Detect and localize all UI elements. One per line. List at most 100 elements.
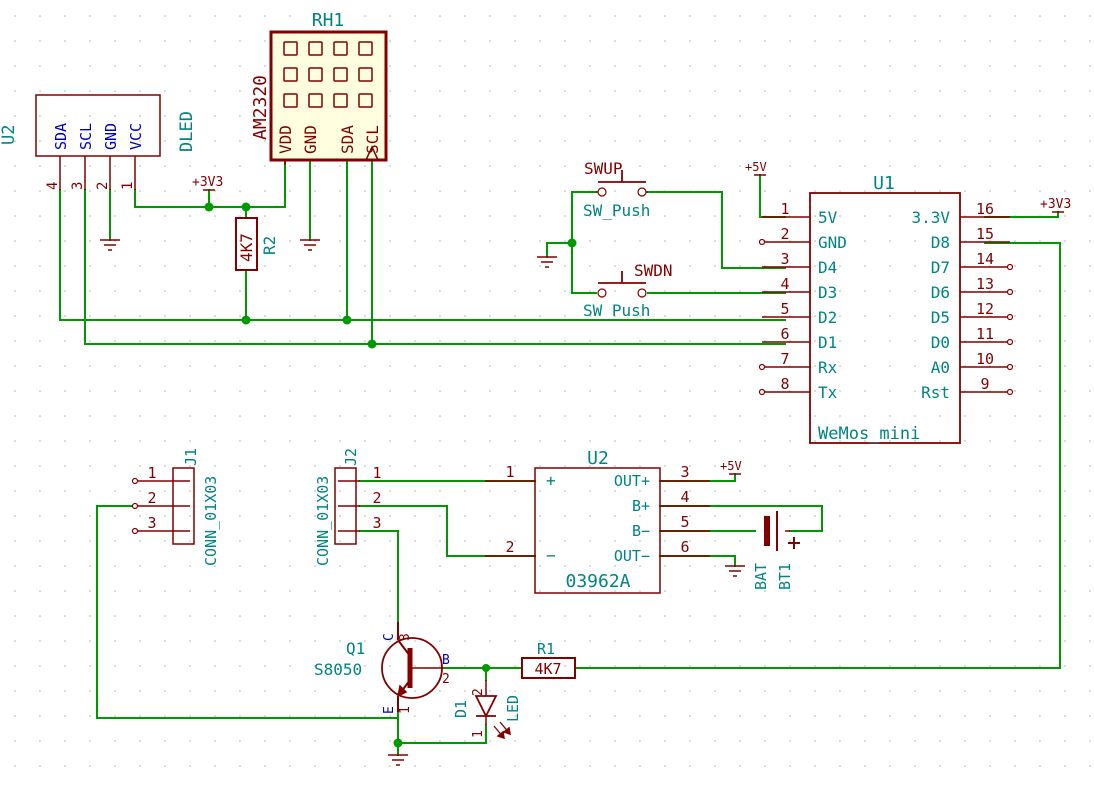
u1-right-pin-number: 15 — [976, 225, 994, 243]
j2-value-label: CONN_01X03 — [314, 476, 332, 566]
u1-right-pin-name: D5 — [931, 308, 950, 327]
swdn-value-label: SW_Push — [583, 301, 650, 320]
u1-left-pin-name: D4 — [818, 258, 837, 277]
j1-value-label: CONN_01X03 — [202, 476, 220, 566]
u1-right-pin-number: 9 — [980, 375, 989, 393]
bt1-ref-label: BT1 — [776, 563, 794, 590]
amp-value-label: 03962A — [565, 571, 630, 592]
u1-left-pin-number: 8 — [780, 375, 789, 393]
q1-ref-label: Q1 — [346, 639, 365, 658]
dled-pin-name: VCC — [127, 123, 145, 150]
u1-right-pin-name: A0 — [931, 358, 950, 377]
u1-left-pin-number: 7 — [780, 350, 789, 368]
amp-left-pin-name: − — [546, 546, 556, 565]
d1-ref-label: D1 — [452, 700, 470, 718]
u1-right-pin-number: 14 — [976, 250, 994, 268]
q1-pin-e-label: E — [382, 706, 397, 714]
j1-pin-number: 2 — [147, 489, 156, 507]
r1-value-label: 4K7 — [534, 660, 561, 678]
v5-label-top: +5V — [745, 160, 767, 174]
u1-left-pin-name: D3 — [818, 283, 837, 302]
u1-right-pin-name: D8 — [931, 233, 950, 252]
q1-pin-b-label: B — [442, 653, 450, 668]
u1-left-pin-name: D1 — [818, 333, 837, 352]
u1-left-pin-number: 6 — [780, 325, 789, 343]
amp-left-pin-name: + — [546, 471, 556, 490]
j1-pin-number: 3 — [147, 514, 156, 532]
amp-right-pin-number: 6 — [680, 538, 689, 556]
q1-pin-c-label: C — [382, 633, 397, 641]
swup-ref-label: SWUP — [584, 159, 623, 178]
grid-dots — [14, 15, 1091, 767]
amp-right-pin-name: B− — [632, 522, 650, 540]
u1-right-pin-name: D7 — [931, 258, 950, 277]
junctions — [204, 202, 577, 748]
u1-right-pin-name: D0 — [931, 333, 950, 352]
u1-right-pin-number: 11 — [976, 325, 994, 343]
led-d1[interactable]: D1 LED 2 1 — [452, 680, 522, 740]
dled-ref-label: U2 — [0, 125, 19, 145]
q1-value-label: S8050 — [314, 660, 362, 679]
battery-bt1[interactable]: BAT BT1 — [752, 511, 800, 590]
rh1-pin-name: SDA — [338, 125, 357, 154]
switch-swup[interactable]: SWUP SW_Push — [583, 159, 650, 220]
q1-pin-c-num: 3 — [398, 633, 413, 641]
dled-pin-number: 1 — [120, 182, 136, 190]
q1-pin-e-num: 1 — [398, 706, 413, 714]
dled-pin-number: 2 — [95, 182, 111, 190]
rh1-pin-name: VDD — [276, 125, 295, 154]
u1-ref-label: U1 — [873, 173, 895, 194]
u1-left-pin-number: 2 — [780, 225, 789, 243]
u1-left-pin-name: GND — [818, 233, 847, 252]
rh1-pin-name: GND — [301, 125, 320, 154]
j2-pin-number: 2 — [372, 489, 381, 507]
v5-label-amp: +5V — [720, 459, 742, 473]
amp-right-pin-name: OUT− — [614, 547, 650, 565]
u1-left-pin-name: Tx — [818, 383, 838, 402]
u1-right-pin-number: 16 — [976, 200, 994, 218]
u1-right-pin-name: 3.3V — [911, 208, 950, 227]
u1-left-pin-number: 4 — [780, 275, 789, 293]
d1-value-label: LED — [504, 695, 522, 722]
resistor-r1[interactable]: 4K7 R1 — [521, 640, 576, 679]
rh1-ref-label: RH1 — [312, 10, 345, 31]
d1-pin-k-num: 1 — [471, 730, 486, 738]
j1-ref-label: J1 — [182, 448, 200, 466]
dled-pin-number: 3 — [70, 182, 86, 190]
amp-left-pin-number: 1 — [505, 463, 514, 481]
amp-right-pin-name: OUT+ — [614, 472, 650, 490]
rh1-value-label: AM2320 — [250, 75, 271, 140]
u1-right-pin-number: 10 — [976, 350, 994, 368]
u1-right-pin-number: 12 — [976, 300, 994, 318]
power-symbols: +3V3 +5V +3V3 +5V — [100, 160, 1071, 766]
j2-pin-number: 1 — [372, 464, 381, 482]
amp-ref-label: U2 — [587, 448, 609, 469]
connector-j1[interactable]: J1 CONN_01X03 123 — [131, 448, 221, 566]
connector-j2[interactable]: J2 CONN_01X03 123 — [314, 448, 382, 566]
u1-left-pin-name: D2 — [818, 308, 837, 327]
u1-right-pin-number: 13 — [976, 275, 994, 293]
dled-pin-name: SDA — [52, 123, 70, 150]
u1-value-label: WeMos_mini — [818, 424, 920, 444]
amp-right-pin-name: B+ — [632, 497, 650, 515]
resistor-r2[interactable]: 4K7 R2 — [235, 217, 279, 271]
switch-swdn[interactable]: SWDN SW_Push — [583, 261, 673, 320]
u1-right-pin-name: Rst — [921, 383, 950, 402]
u1-left-pin-number: 3 — [780, 250, 789, 268]
transistor-q1[interactable]: Q1 S8050 C 3 B 2 E 1 — [314, 622, 450, 714]
u1-left-pin-number: 1 — [780, 200, 789, 218]
bt1-value-label: BAT — [752, 563, 770, 590]
dled-pin-number: 4 — [45, 182, 61, 190]
amp-right-pin-number: 5 — [680, 513, 689, 531]
dled-value-label: DLED — [177, 111, 197, 152]
dled-pin-name: SCL — [77, 123, 95, 150]
amp-right-pin-number: 3 — [680, 463, 689, 481]
swup-value-label: SW_Push — [583, 201, 650, 220]
d1-pin-a-num: 2 — [471, 688, 486, 696]
u1-left-pin-number: 5 — [780, 300, 789, 318]
